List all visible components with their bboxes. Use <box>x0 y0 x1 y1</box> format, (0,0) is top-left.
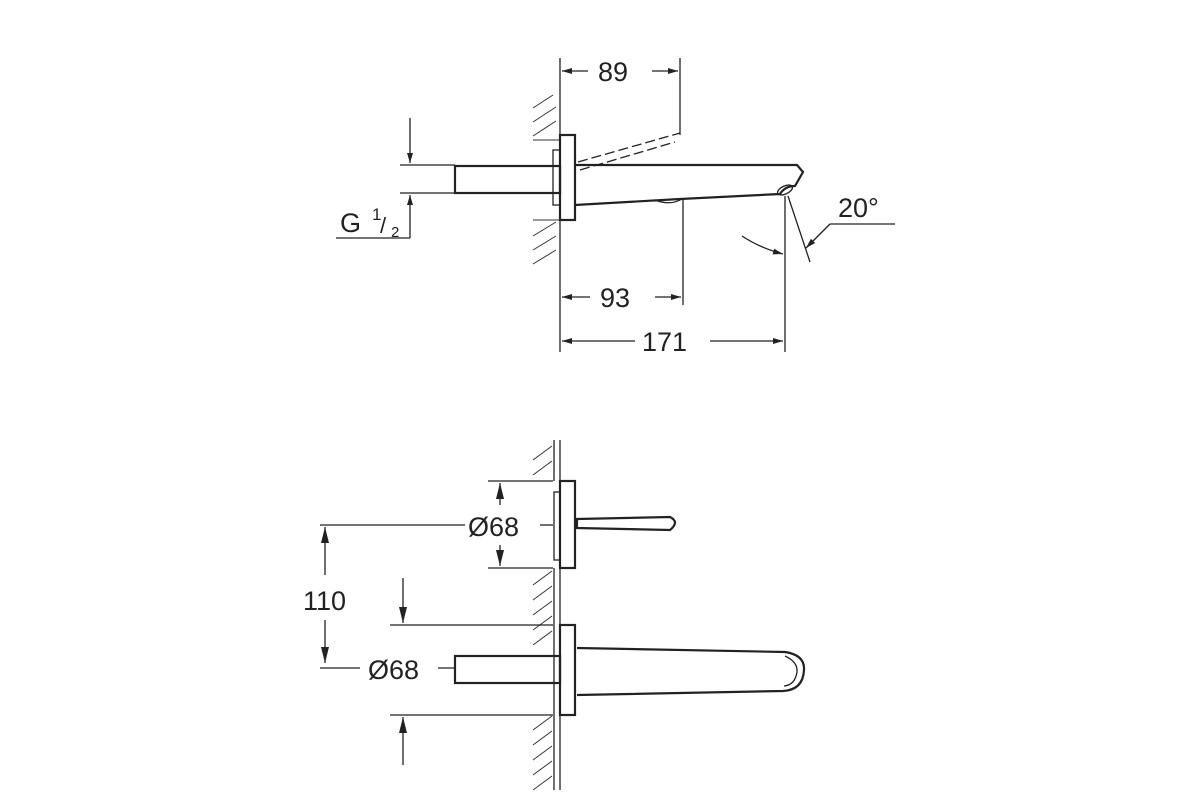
thread-numerator: 1 <box>372 205 381 224</box>
wall-hatch-upper <box>532 94 560 141</box>
wall-hatch <box>532 445 553 791</box>
thread-g-label: G <box>340 208 361 238</box>
spout-swivel-dashed <box>577 132 681 163</box>
aerator <box>776 184 794 196</box>
thread-slash: / <box>380 213 387 238</box>
spout-underside <box>654 198 683 204</box>
angle-label: 20° <box>838 193 879 223</box>
diameter-bottom-label: Ø68 <box>368 655 419 685</box>
supply-pipe <box>453 164 562 195</box>
spout <box>574 163 805 207</box>
dim-171-label: 171 <box>642 327 687 357</box>
front-view: Ø68 110 Ø68 <box>303 440 806 791</box>
dim-93-label: 93 <box>600 283 630 313</box>
spacing-110-label: 110 <box>303 586 346 616</box>
mixer-lever <box>575 515 677 532</box>
spout-tip <box>783 655 798 687</box>
thread-denominator: 2 <box>391 224 399 241</box>
diameter-top-label: Ø68 <box>468 512 519 542</box>
side-view: 89 93 171 20° G 1 / 2 <box>336 57 895 357</box>
wall-flange <box>558 133 577 222</box>
angle-line <box>787 195 811 263</box>
wall-hatch-lower <box>532 219 560 265</box>
mixer-rosette <box>558 479 577 570</box>
dim-89-label: 89 <box>598 57 628 87</box>
supply-pipe <box>453 654 562 685</box>
spout-rosette <box>558 623 577 717</box>
spout <box>576 646 806 697</box>
